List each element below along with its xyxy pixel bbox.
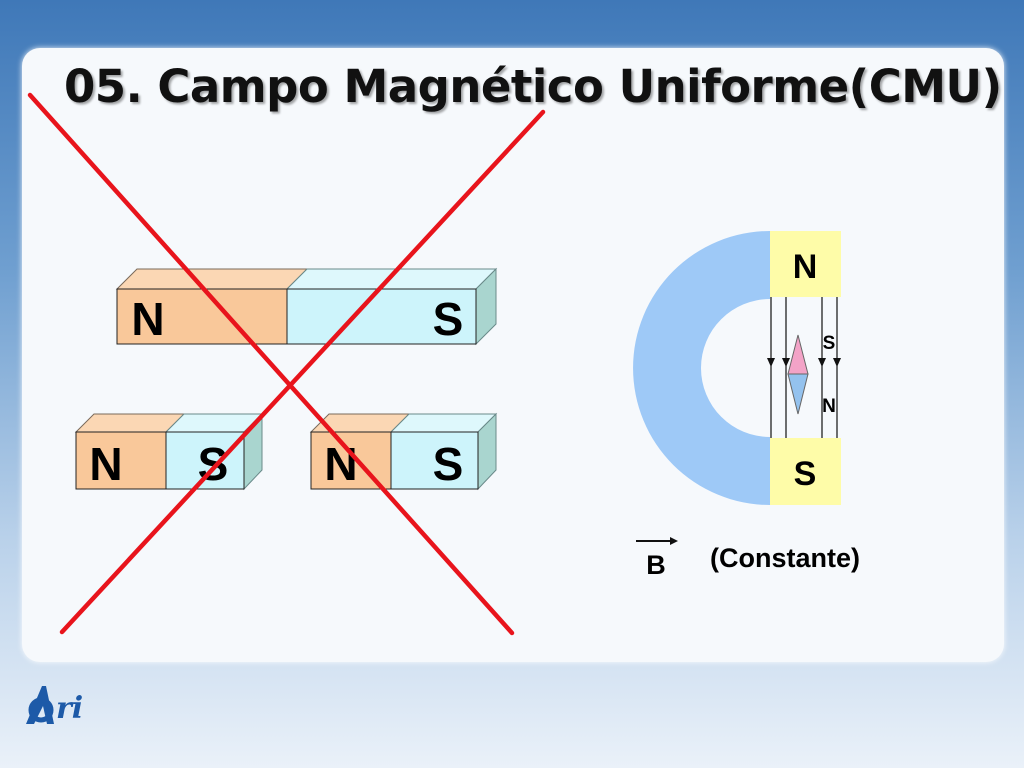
svg-text:ri: ri xyxy=(56,691,83,726)
red-cross-out xyxy=(27,92,546,636)
field-constant-note: (Constante) xyxy=(710,543,860,573)
compass-needle xyxy=(787,334,809,415)
horseshoe-north-label: N xyxy=(793,248,818,286)
field-arrows xyxy=(767,358,841,367)
long-magnet-south-label: S xyxy=(433,293,464,345)
horseshoe-body xyxy=(633,231,770,505)
small-bar-magnet-left: N S xyxy=(74,412,264,491)
compass-north-label: N xyxy=(822,396,836,417)
slide-panel xyxy=(22,48,1004,662)
slide-title: 05. Campo Magnético Uniforme(CMU) xyxy=(64,60,1002,113)
long-magnet-north-label: N xyxy=(131,293,164,345)
compass-south-label: S xyxy=(823,333,836,354)
horseshoe-south-pole xyxy=(770,438,841,505)
horseshoe-magnet: N S S N xyxy=(633,231,841,505)
small-bar-magnet-right: N S xyxy=(309,412,498,491)
field-vector-label: B (Constante) xyxy=(636,537,860,580)
small-right-north-label: N xyxy=(324,438,357,490)
field-lines xyxy=(770,297,838,438)
small-left-north-label: N xyxy=(89,438,122,490)
horseshoe-north-pole xyxy=(770,231,841,297)
horseshoe-south-label: S xyxy=(794,455,817,493)
ari-logo: ri xyxy=(26,686,83,726)
small-right-south-label: S xyxy=(433,438,464,490)
field-symbol: B xyxy=(646,550,666,580)
long-bar-magnet: N S xyxy=(115,267,498,346)
